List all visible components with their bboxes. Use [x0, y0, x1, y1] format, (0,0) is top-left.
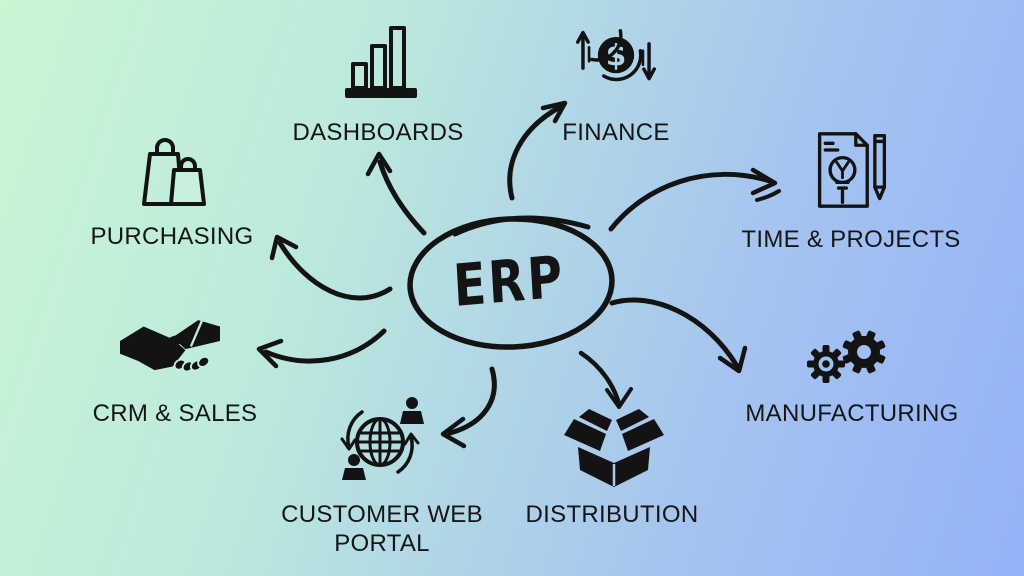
- arrow-time-projects: [608, 167, 781, 232]
- node-label-manufacturing: MANUFACTURING: [745, 400, 959, 427]
- arrow-crm-sales: [256, 328, 387, 369]
- erp-center-label: ERP: [451, 242, 567, 320]
- shopping-bags-icon: [136, 128, 212, 208]
- dollar-cycle-icon: $: [576, 14, 656, 98]
- erp-ellipse-sketch-stroke: [452, 215, 591, 237]
- arrow-purchasing: [269, 234, 393, 301]
- node-label-finance: FINANCE: [562, 119, 670, 146]
- node-label-crm-sales: CRM & SALES: [92, 400, 258, 427]
- bar-chart-icon: [343, 20, 421, 100]
- arrow-customer-web-portal: [440, 366, 497, 449]
- node-label-distribution: DISTRIBUTION: [525, 501, 699, 528]
- arrow-finance: [507, 100, 568, 201]
- node-label-dashboards: DASHBOARDS: [292, 119, 464, 146]
- open-box-icon: [562, 406, 666, 490]
- arrow-distribution: [578, 350, 633, 409]
- node-label-time-projects: TIME & PROJECTS: [741, 226, 961, 253]
- document-pen-icon: [812, 128, 892, 212]
- node-label-customer-web-portal: CUSTOMER WEB PORTAL: [281, 501, 483, 557]
- node-label-purchasing: PURCHASING: [90, 223, 254, 250]
- handshake-icon: [120, 318, 220, 384]
- arrow-manufacturing: [609, 297, 748, 374]
- arrow-dashboards: [365, 151, 427, 236]
- gears-icon: [804, 324, 896, 388]
- globe-users-icon: [334, 390, 430, 486]
